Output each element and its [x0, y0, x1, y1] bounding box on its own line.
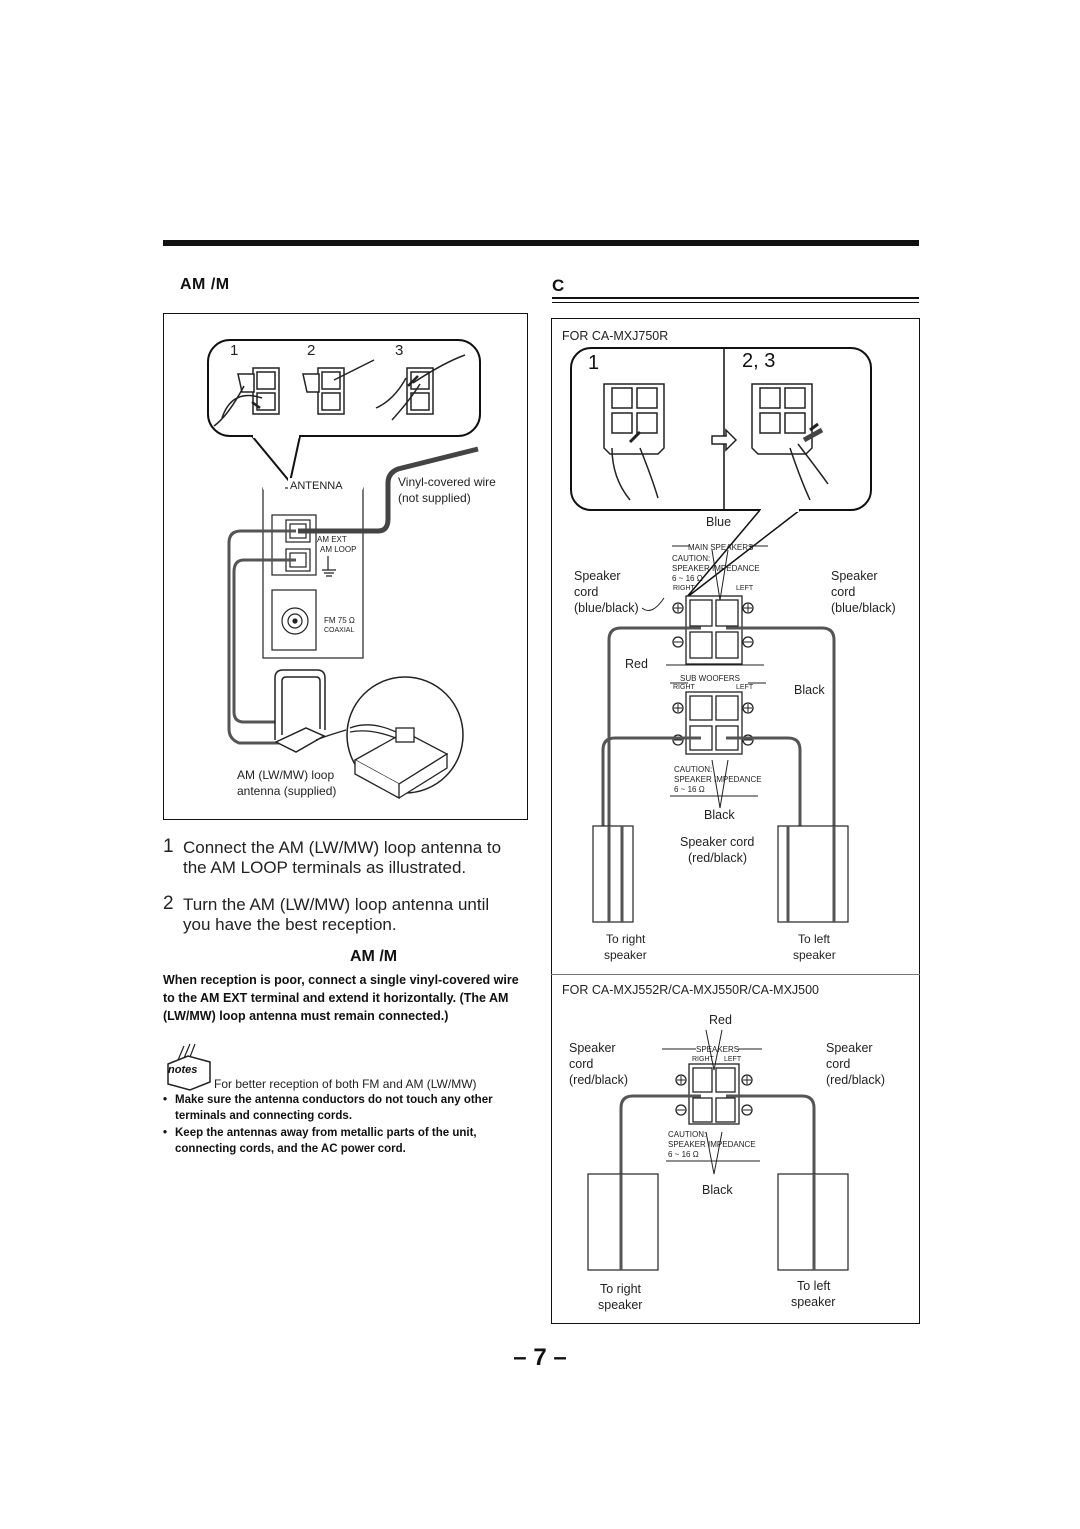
coaxial-label: COAXIAL [324, 627, 355, 634]
notes-bullet-2-line2: connecting cords, and the AC power cord. [175, 1143, 406, 1155]
to-right-top-line2: speaker [604, 948, 647, 962]
step-1-number: 1 [163, 836, 174, 857]
step-1-line1: Connect the AM (LW/MW) loop antenna to [183, 838, 502, 857]
antenna-step-2-label: 2 [307, 342, 316, 359]
red-top-label: Red [625, 657, 648, 671]
speaker-figure-divider [551, 974, 920, 975]
speaker-step-1-label: 1 [588, 352, 600, 374]
cord-right-top-line1: Speaker [831, 569, 878, 583]
black-right-label: Black [794, 683, 825, 697]
main-speakers-label: MAIN SPEAKERS [688, 543, 754, 552]
wire-note-line2: (not supplied) [398, 491, 471, 505]
cord-left-bottom-line2: cord [569, 1057, 594, 1071]
notes-bullet-2: • [163, 1127, 168, 1139]
to-right-bottom-line2: speaker [598, 1298, 643, 1312]
poor-reception-line1: When reception is poor, connect a single… [163, 973, 519, 987]
cord-center-line1: Speaker cord [680, 835, 755, 849]
caution-bottom-label: CAUTION: [668, 1130, 707, 1139]
loop-antenna-line2: antenna (supplied) [237, 784, 337, 798]
cord-right-bottom-line2: cord [826, 1057, 851, 1071]
to-left-top-line2: speaker [793, 948, 836, 962]
loop-antenna-line1: AM (LW/MW) loop [237, 768, 335, 782]
antenna-figure-frame [163, 313, 528, 820]
antenna-step-3-label: 3 [395, 342, 404, 359]
am-loop-label: AM LOOP [320, 545, 357, 554]
cord-left-bottom-line3: (red/black) [569, 1073, 629, 1087]
black-bottom-block-label: Black [702, 1183, 733, 1197]
speaker-figure-frame [551, 318, 920, 1324]
left-top-label: LEFT [736, 585, 754, 592]
cord-left-top-line3: (blue/black) [574, 601, 639, 615]
page-number: – 7 – [513, 1344, 567, 1371]
sub-woofers-label: SUB WOOFERS [680, 674, 741, 683]
notes-bullet-1: • [163, 1094, 168, 1106]
cord-right-bottom-line3: (red/black) [826, 1073, 886, 1087]
step-2-line1: Turn the AM (LW/MW) loop antenna until [183, 895, 490, 914]
to-right-bottom-line1: To right [600, 1282, 641, 1296]
am-ext-label: AM EXT [317, 535, 347, 544]
speaker-section-heading: C [552, 276, 565, 295]
cord-left-top-line1: Speaker [574, 569, 621, 583]
wire-note-line1: Vinyl-covered wire [398, 475, 496, 489]
to-left-top-line1: To left [798, 932, 831, 946]
cord-left-bottom-line1: Speaker [569, 1041, 616, 1055]
step-1-line2: the AM LOOP terminals as illustrated. [183, 858, 467, 877]
right-top-label: RIGHT [673, 585, 695, 592]
cord-right-bottom-line1: Speaker [826, 1041, 873, 1055]
ohms-sub-label: 6 ~ 16 Ω [674, 785, 705, 794]
ohms-top-label: 6 ~ 16 Ω [672, 574, 703, 583]
notes-icon-label: notes [168, 1064, 198, 1076]
step-2-number: 2 [163, 893, 174, 914]
top-rule [163, 240, 919, 246]
cord-right-top-line2: cord [831, 585, 856, 599]
ohms-bottom-label: 6 ~ 16 Ω [668, 1150, 699, 1159]
cord-right-top-line3: (blue/black) [831, 601, 896, 615]
left-bottom-label: LEFT [724, 1056, 742, 1063]
speaker-step-23-label: 2, 3 [742, 350, 776, 372]
to-right-top-line1: To right [606, 932, 646, 946]
caution-sub-label: CAUTION: [674, 765, 713, 774]
right-bottom-label: RIGHT [692, 1056, 714, 1063]
notes-bullet-2-line1: Keep the antennas away from metallic par… [175, 1127, 477, 1139]
poor-reception-line3: (LW/MW) loop antenna must remain connect… [163, 1009, 449, 1023]
cord-center-line2: (red/black) [688, 851, 748, 865]
right-sub-label: RIGHT [673, 684, 695, 691]
black-bottom-label: Black [704, 808, 735, 822]
impedance-top-label: SPEAKER IMPEDANCE [672, 564, 760, 573]
left-sub-label: LEFT [736, 684, 754, 691]
speaker-heading-rule [552, 297, 919, 299]
to-left-bottom-line2: speaker [791, 1295, 836, 1309]
model-bottom-label: FOR CA-MXJ552R/CA-MXJ550R/CA-MXJ500 [562, 983, 820, 997]
fm-75-label: FM 75 Ω [324, 616, 355, 625]
notes-bullet-1-line1: Make sure the antenna conductors do not … [175, 1094, 493, 1106]
caution-top-label: CAUTION: [672, 554, 711, 563]
am-sub-heading: AM /M [350, 948, 398, 965]
notes-bullet-1-line2: terminals and connecting cords. [175, 1110, 353, 1122]
notes-intro: For better reception of both FM and AM (… [214, 1077, 477, 1091]
to-left-bottom-line1: To left [797, 1279, 831, 1293]
speakers-label: SPEAKERS [696, 1045, 740, 1054]
impedance-bottom-label: SPEAKER IMPEDANCE [668, 1140, 756, 1149]
blue-label: Blue [706, 515, 732, 529]
antenna-step-1-label: 1 [230, 342, 239, 359]
speaker-heading-rule-thin [552, 302, 919, 303]
impedance-sub-label: SPEAKER IMPEDANCE [674, 775, 762, 784]
cord-left-top-line2: cord [574, 585, 599, 599]
model-top-label: FOR CA-MXJ750R [562, 329, 669, 343]
poor-reception-line2: to the AM EXT terminal and extend it hor… [163, 991, 509, 1005]
antenna-section-heading: AM /M [180, 276, 230, 293]
red-bottom-label: Red [709, 1013, 732, 1027]
step-2-line2: you have the best reception. [183, 915, 397, 934]
antenna-panel-label: ANTENNA [288, 478, 345, 494]
